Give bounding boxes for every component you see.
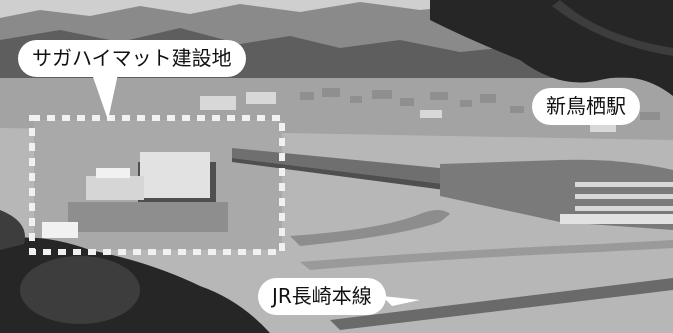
- station-label: 新鳥栖駅: [532, 88, 640, 125]
- station-roof: [440, 159, 673, 230]
- annex-top: [96, 168, 130, 178]
- curve-road: [290, 210, 450, 246]
- viaduct: [232, 148, 460, 186]
- main-building: [140, 152, 210, 198]
- site-shed: [42, 222, 78, 238]
- construction-site-outline: [29, 115, 285, 255]
- tree-branch: [552, 0, 673, 56]
- site-block: [68, 202, 228, 232]
- callout-pointer: [92, 74, 118, 120]
- viaduct-shadow: [232, 158, 460, 192]
- lower-road: [300, 240, 673, 270]
- annex-building: [86, 176, 144, 200]
- station-canopy: [560, 214, 673, 224]
- town-highlights: [200, 92, 616, 132]
- rail-line-label: JR長崎本線: [258, 278, 386, 315]
- tree-cluster: [20, 256, 140, 324]
- tree-top-right: [430, 0, 673, 96]
- rail-callout-pointer: [382, 296, 420, 306]
- rail-line-nagasaki: [330, 278, 673, 330]
- trees-left-mid: [0, 210, 25, 250]
- construction-site-label: サガハイマット建設地: [18, 40, 246, 77]
